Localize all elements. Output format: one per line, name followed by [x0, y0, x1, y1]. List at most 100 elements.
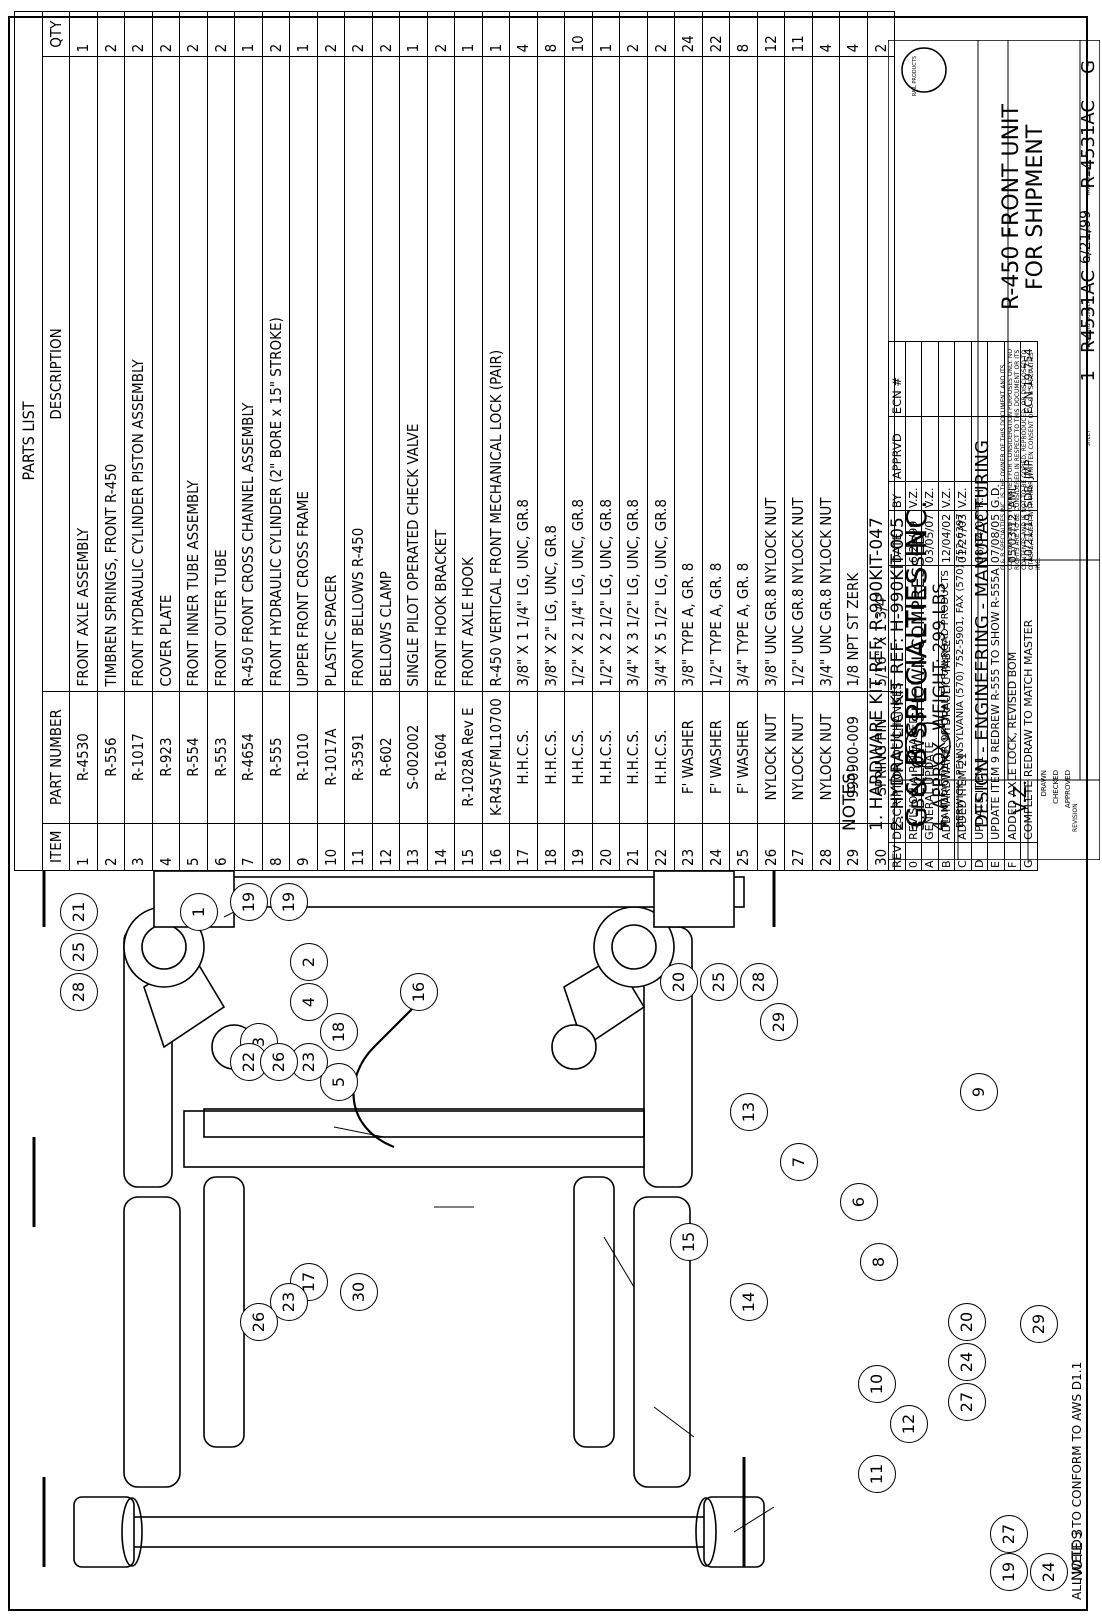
date-drawn-label: DATE DRAWN [1086, 225, 1092, 259]
drawing-number-label: DRAWING NUMBER [1086, 300, 1092, 348]
parts-cell-item: 4 [152, 823, 180, 871]
parts-cell-item: 16 [482, 823, 510, 871]
balloon-24b: 24 [948, 1343, 986, 1381]
balloon-1: 1 [180, 893, 218, 931]
parts-cell-qty: 12 [757, 11, 785, 57]
balloon-25a: 25 [60, 933, 98, 971]
balloon-28a: 28 [60, 973, 98, 1011]
parts-cell-item: 17 [509, 823, 537, 871]
balloon-14: 14 [730, 1283, 768, 1321]
parts-cell-pn: R-4530 [69, 691, 97, 824]
parts-cell-desc: FRONT HOOK BRACKET [427, 56, 455, 692]
parts-cell-desc: 3/8" X 1 1/4" LG, UNC, GR.8 [509, 56, 537, 692]
logo-text: RAIL PRODUCTS [912, 56, 918, 97]
balloon-24a: 24 [1030, 1553, 1068, 1591]
parts-cell-pn: NYLOCK NUT [784, 691, 812, 824]
drawn-initials: V.Z. [1010, 780, 1031, 814]
parts-cell-pn: H.H.C.S. [509, 691, 537, 824]
balloon-11: 11 [858, 1455, 896, 1493]
parts-cell-item: 9 [289, 823, 317, 871]
parts-cell-desc: UPPER FRONT CROSS FRAME [289, 56, 317, 692]
parts-cell-desc: FRONT HYDRAULIC CYLINDER PISTON ASSEMBLY [124, 56, 152, 692]
parts-cell-desc: BELLOWS CLAMP [372, 56, 400, 692]
part-number-label: PART NUMBER [1086, 160, 1092, 196]
parts-cell-pn: NYLOCK NUT [812, 691, 840, 824]
parts-cell-desc: 3/8" X 2" LG, UNC, GR.8 [537, 56, 565, 692]
checked-label: CHECKED [1052, 770, 1060, 804]
parts-cell-item: 22 [647, 823, 675, 871]
balloon-15: 15 [670, 1223, 708, 1261]
company-name: G & B SPECIALTIES INC. [900, 500, 933, 828]
parts-cell-item: 23 [674, 823, 702, 871]
parts-cell-qty: 1 [454, 11, 482, 57]
title-block [888, 40, 1100, 860]
parts-cell-desc: 3/8" UNC GR.8 NYLOCK NUT [757, 56, 785, 692]
parts-cell-desc: R-450 FRONT CROSS CHANNEL ASSEMBLY [234, 56, 262, 692]
parts-cell-pn: F' WASHER [729, 691, 757, 824]
parts-list-table: PARTS LIST ITEM PART NUMBER DESCRIPTION … [14, 11, 895, 871]
parts-cell-pn: H.H.C.S. [537, 691, 565, 824]
weld-note: ALL WELDS TO CONFORM TO AWS D1.1 [1070, 1361, 1084, 1600]
parts-cell-desc: FRONT OUTER TUBE [207, 56, 235, 692]
parts-cell-item: 7 [234, 823, 262, 871]
balloon-25b: 25 [700, 963, 738, 1001]
revision-value: G [1078, 60, 1099, 74]
company-address: BERWICK, PENNSYLVANIA (570) 752-5901, FA… [955, 513, 966, 828]
parts-cell-qty: 2 [427, 11, 455, 57]
parts-cell-desc: 1/2" X 2 1/4" LG, UNC, GR.8 [564, 56, 592, 692]
parts-cell-qty: 1 [69, 11, 97, 57]
balloon-19a: 19 [990, 1553, 1028, 1591]
col-description: DESCRIPTION [42, 56, 70, 692]
parts-cell-pn: F' WASHER [674, 691, 702, 824]
parts-cell-qty: 2 [124, 11, 152, 57]
parts-cell-qty: 24 [674, 11, 702, 57]
parts-cell-pn: S-002002 [399, 691, 427, 824]
upper-cross-frame [73, 1496, 765, 1568]
parts-cell-desc: TIMBREN SPRINGS, FRONT R-450 [97, 56, 125, 692]
balloon-29b: 29 [760, 1003, 798, 1041]
balloon-18: 18 [320, 1013, 358, 1051]
parts-cell-pn: R-1017 [124, 691, 152, 824]
note-item: 1. HARDWARE KIT REF: R-990KIT-047 [867, 517, 887, 831]
parts-cell-qty: 4 [509, 11, 537, 57]
sheet-value: 1 [1078, 370, 1099, 382]
parts-cell-qty: 2 [152, 11, 180, 57]
drawn-label: DRAWN [1040, 770, 1048, 797]
balloon-21: 20 [660, 963, 698, 1001]
parts-cell-qty: 1 [289, 11, 317, 57]
parts-cell-qty: 2 [179, 11, 207, 57]
col-item: ITEM [42, 823, 70, 871]
parts-cell-qty: 2 [619, 11, 647, 57]
balloon-29a: 29 [1020, 1305, 1058, 1343]
parts-cell-pn: R-1604 [427, 691, 455, 824]
parts-cell-item: 18 [537, 823, 565, 871]
parts-cell-pn: F' WASHER [702, 691, 730, 824]
parts-cell-item: 8 [262, 823, 290, 871]
parts-cell-item: 26 [757, 823, 785, 871]
parts-cell-item: 14 [427, 823, 455, 871]
parts-cell-item: 20 [592, 823, 620, 871]
parts-cell-desc: 1/2" TYPE A, GR. 8 [702, 56, 730, 692]
parts-cell-item: 28 [812, 823, 840, 871]
parts-cell-qty: 1 [399, 11, 427, 57]
parts-cell-pn: R-4654 [234, 691, 262, 824]
col-qty: QTY [42, 11, 70, 57]
parts-cell-item: 11 [344, 823, 372, 871]
parts-cell-desc: 1/2" UNC GR.8 NYLOCK NUT [784, 56, 812, 692]
parts-cell-item: 12 [372, 823, 400, 871]
